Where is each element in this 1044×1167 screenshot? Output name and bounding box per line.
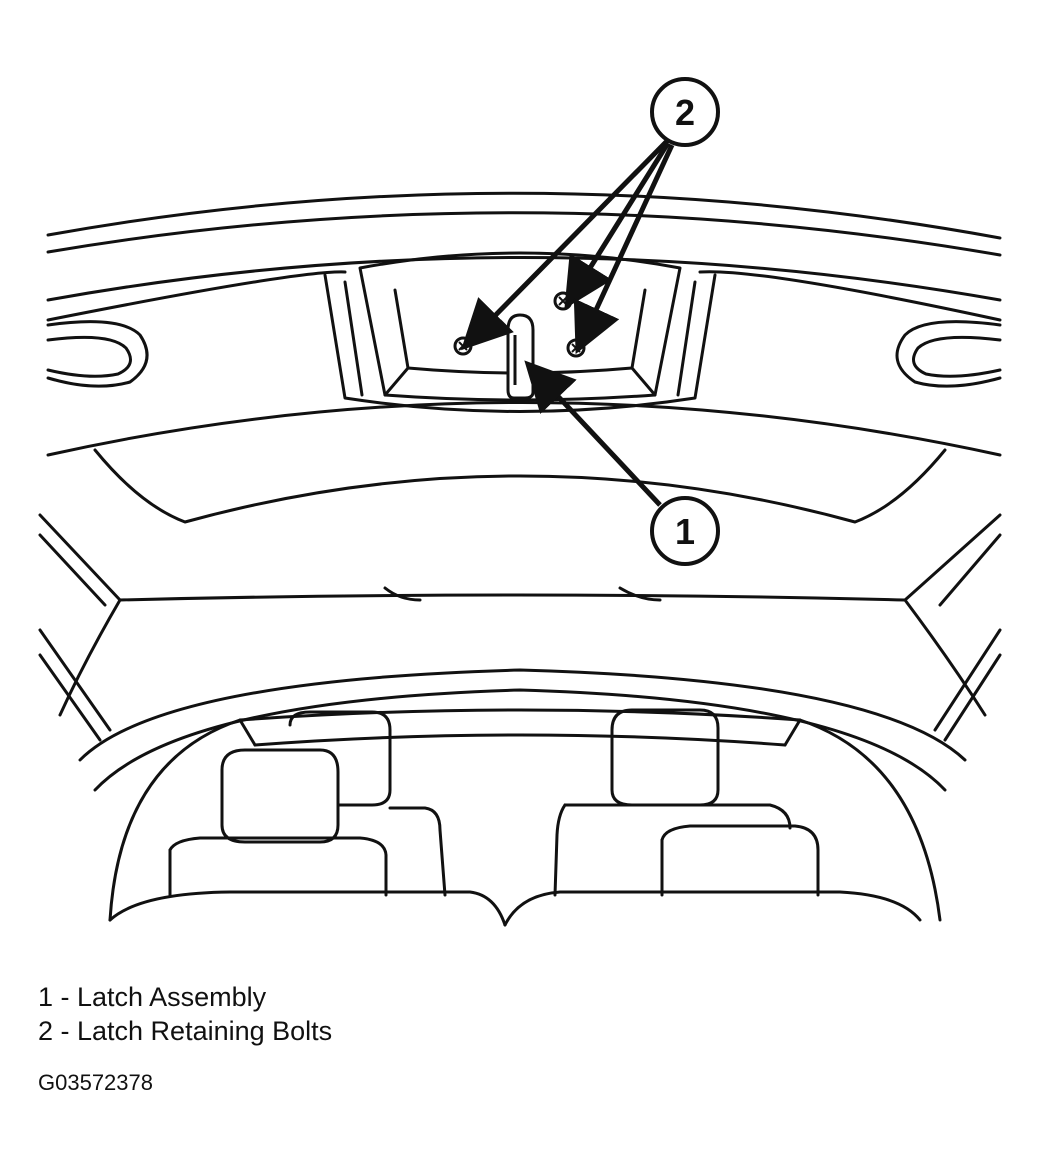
callout-2: 2 xyxy=(650,77,720,147)
callout-1: 1 xyxy=(650,496,720,566)
bolt-right xyxy=(566,338,586,358)
callout-1-number: 1 xyxy=(675,511,695,552)
latch-assembly xyxy=(506,313,535,400)
legend: 1 - Latch Assembly 2 - Latch Retaining B… xyxy=(38,980,332,1048)
bolt-top xyxy=(553,291,573,311)
figure-code: G03572378 xyxy=(38,1070,153,1095)
bolt-left xyxy=(453,336,473,356)
callout-2-number: 2 xyxy=(675,92,695,133)
legend-item-latch-assembly: 1 - Latch Assembly xyxy=(38,982,267,1012)
legend-item-latch-retaining-bolts: 2 - Latch Retaining Bolts xyxy=(38,1016,333,1046)
callout-2-leaders xyxy=(460,138,675,355)
latch-diagram: 2 1 xyxy=(38,77,1002,927)
liftgate-opening-outline xyxy=(38,191,1002,927)
callout-1-leader xyxy=(524,360,662,507)
